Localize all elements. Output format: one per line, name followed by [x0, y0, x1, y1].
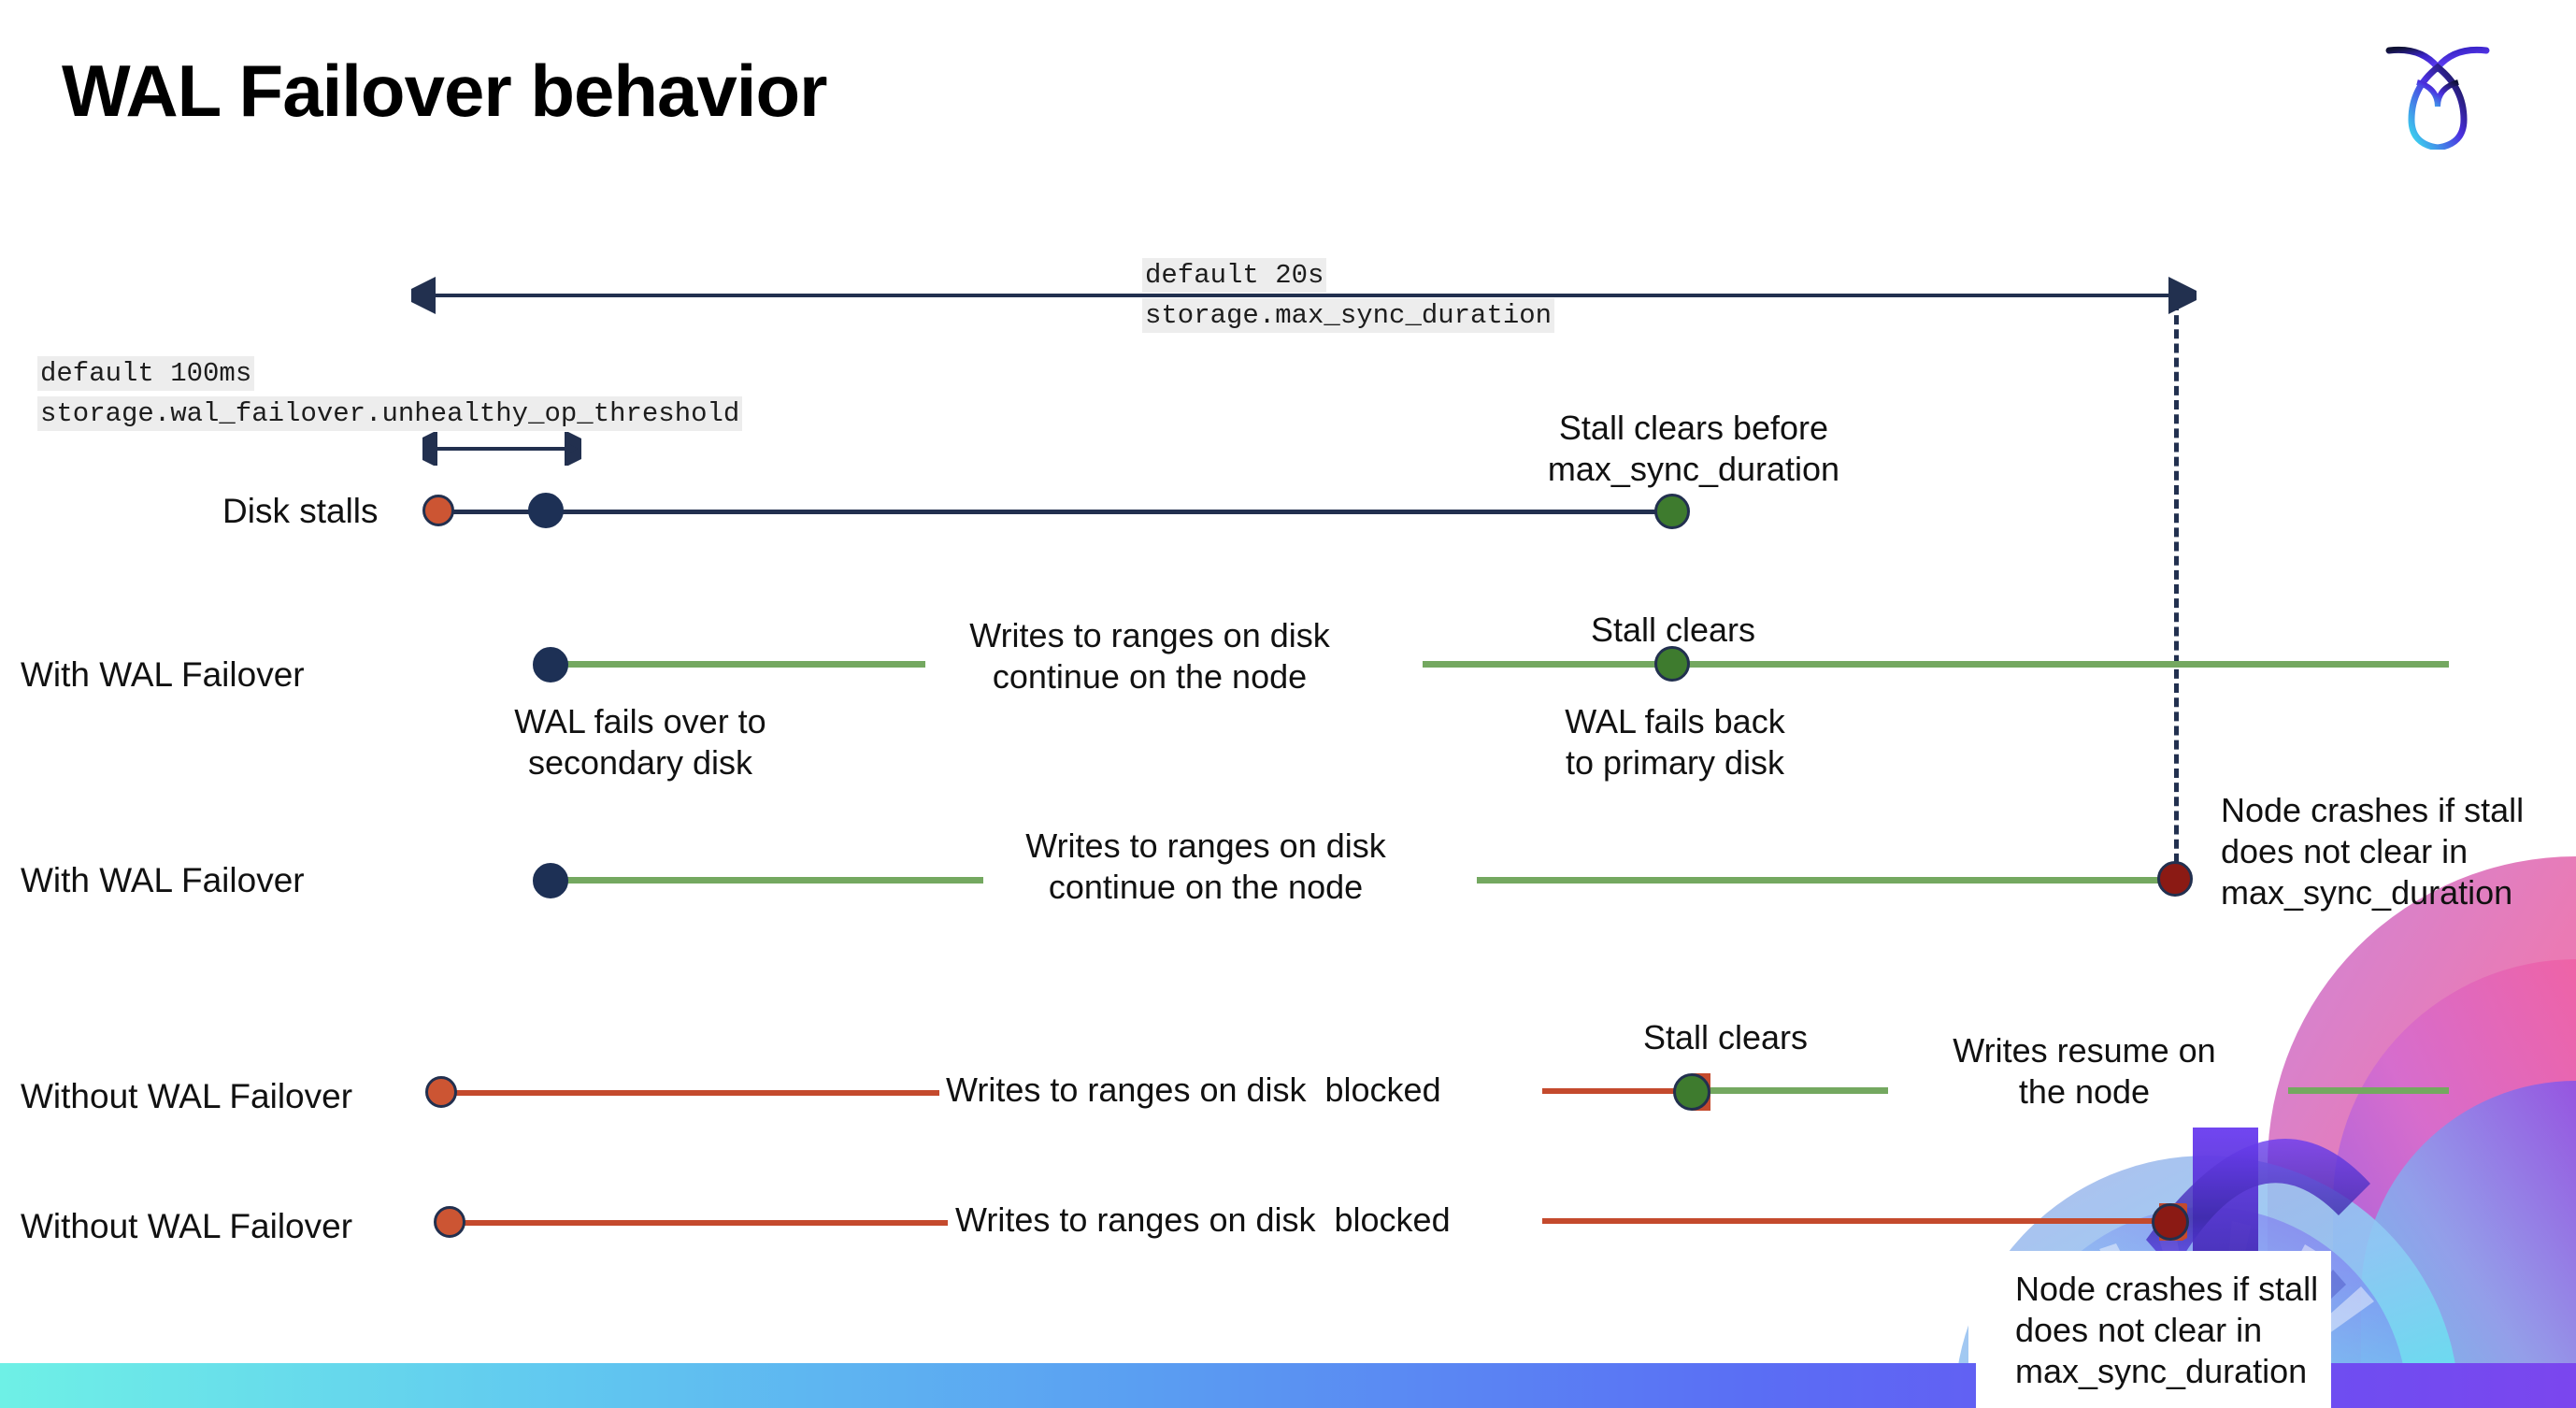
note-node-crashes-row3: Node crashes if stall does not clear in … [2221, 791, 2525, 912]
with-failover-crash-green-right [1477, 877, 2167, 884]
note-writes-blocked-row5: Writes to ranges on disk blocked [955, 1200, 1451, 1239]
without-failover-crash-red-arrow [1542, 1203, 2187, 1241]
max-sync-duration-span-arrow [411, 277, 2197, 314]
with-failover-clear-dot [1654, 646, 1690, 682]
without-failover-start-dot-row5 [434, 1206, 465, 1238]
with-failover-green-segment-left [551, 661, 925, 668]
unhealthy-default-chip: default 100ms [37, 356, 255, 392]
without-failover-red-left [453, 1090, 939, 1096]
unhealthy-setting-chip: storage.wal_failover.unhealthy_op_thresh… [37, 396, 743, 432]
row-label-with-wal-failover-clears: With WAL Failover [21, 655, 305, 694]
without-failover-clear-dot-row4 [1673, 1073, 1710, 1111]
without-failover-start-dot-row4 [425, 1076, 457, 1108]
without-failover-red-arrow-row4 [1542, 1073, 1710, 1111]
with-failover-crash-green-left [551, 877, 983, 884]
bottom-bar-knockout [1976, 1363, 2331, 1408]
note-stall-clears-row2: Stall clears [1590, 611, 1756, 649]
without-failover-green-row4-far [2288, 1087, 2449, 1094]
with-failover-green-segment-right [1423, 661, 2449, 668]
max-sync-duration-dashed-guide [2174, 301, 2179, 877]
disk-stalls-timeline [439, 510, 1673, 514]
page-title: WAL Failover behavior [62, 50, 827, 132]
with-failover-failover-dot [533, 647, 568, 682]
without-failover-green-row4 [1710, 1087, 1888, 1094]
note-node-crashes-row5: Node crashes if stall does not clear in … [2015, 1270, 2319, 1390]
disk-stalls-clear-dot [1654, 494, 1690, 529]
with-failover-crash-dot [2157, 861, 2193, 897]
disk-stalls-start-dot [422, 495, 454, 526]
note-writes-continue-row2: Writes to ranges on disk continue on the… [969, 616, 1330, 696]
note-wal-fails-over: WAL fails over to secondary disk [514, 702, 766, 782]
unhealthy-threshold-span-arrow [422, 432, 581, 466]
note-writes-resume: Writes resume on the node [1953, 1031, 2216, 1111]
without-failover-crash-red-left [462, 1220, 948, 1226]
note-writes-blocked-row4: Writes to ranges on disk blocked [946, 1070, 1441, 1109]
note-stall-clears-before-max-sync: Stall clears before max_sync_duration [1547, 409, 1840, 488]
note-writes-continue-row3: Writes to ranges on disk continue on the… [1025, 826, 1386, 906]
without-failover-crash-dot-row5 [2152, 1203, 2189, 1241]
row-label-without-wal-failover-crash: Without WAL Failover [21, 1207, 353, 1245]
note-stall-clears-row4: Stall clears [1642, 1018, 1809, 1056]
note-wal-fails-back: WAL fails back to primary disk [1565, 702, 1785, 782]
with-failover-crash-failover-dot [533, 863, 568, 898]
row-label-without-wal-failover-clears: Without WAL Failover [21, 1077, 353, 1115]
max-sync-setting-chip: storage.max_sync_duration [1142, 298, 1555, 334]
cockroachdb-logo-icon [2372, 28, 2503, 151]
row-label-with-wal-failover-crash: With WAL Failover [21, 861, 305, 899]
max-sync-default-chip: default 20s [1142, 258, 1327, 294]
row-label-disk-stalls: Disk stalls [222, 492, 379, 530]
disk-stalls-failover-dot [528, 493, 564, 528]
